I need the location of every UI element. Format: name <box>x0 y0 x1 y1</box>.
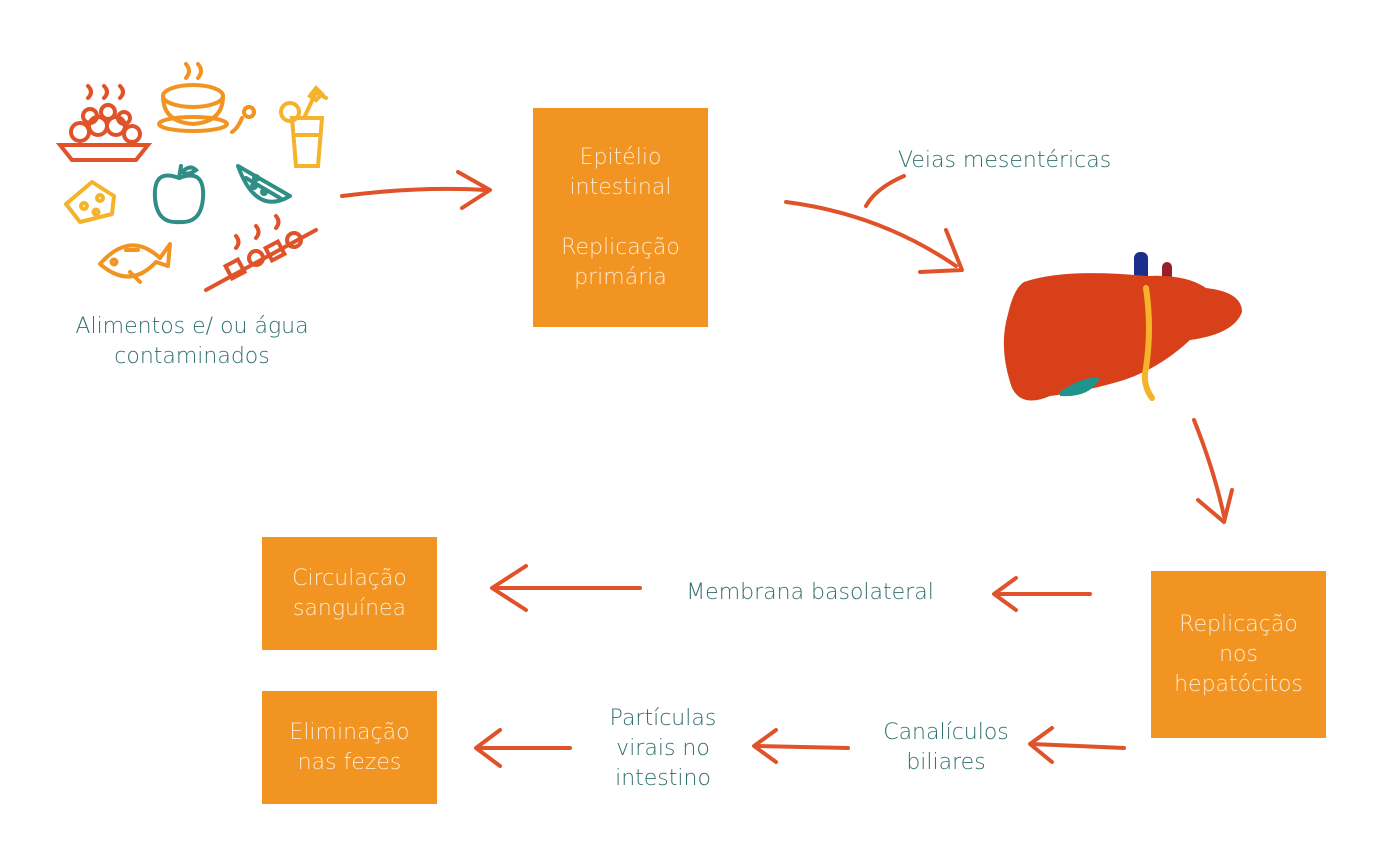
food-caption-line1: Alimentos e/ ou água <box>75 314 309 339</box>
mesenteric-label: Veias mesentéricas <box>898 148 1112 173</box>
intestine-box: Epitélio intestinal Replicação primária <box>533 108 708 327</box>
particles-label: Partículas virais no intestino <box>588 704 738 794</box>
circulation-line1: Circulação <box>292 565 407 591</box>
hepatocytes-line1: Replicação <box>1179 611 1298 637</box>
soup-bowl-icon <box>157 62 256 134</box>
arrow-head <box>490 564 528 612</box>
arrow-liver-to-hepatocytes <box>1192 418 1226 518</box>
arrows <box>340 170 1234 768</box>
fish-icon <box>98 242 172 284</box>
arrow-head <box>918 228 964 274</box>
arrow-head <box>992 576 1018 612</box>
biliary-line2: biliares <box>906 750 986 775</box>
biliary-label: Canalículos biliares <box>866 718 1026 778</box>
intestine-line2: intestinal <box>569 174 672 200</box>
apple-icon <box>152 164 206 225</box>
intestine-line1: Epitélio <box>579 144 662 170</box>
hepatocytes-line2: nos <box>1219 641 1258 667</box>
intestine-line4: primária <box>574 264 667 290</box>
particles-line1: Partículas <box>609 706 717 731</box>
arrow-hepatocytes-to-biliary <box>1030 742 1126 750</box>
arrow-head <box>752 728 778 764</box>
feces-box: Eliminação nas fezes <box>262 691 437 804</box>
intestine-line3: Replicação <box>561 234 680 260</box>
feces-line2: nas fezes <box>297 749 402 775</box>
liver-icon <box>1003 252 1242 401</box>
circulation-line2: sanguínea <box>292 595 407 621</box>
arrow-food-to-intestine <box>340 186 488 198</box>
food-caption: Alimentos e/ ou água contaminados <box>50 312 334 372</box>
arrow-head <box>456 170 492 210</box>
arrow-biliary-to-particles <box>754 744 850 750</box>
arrow-head <box>474 728 502 768</box>
skewer-icon <box>204 214 318 292</box>
hepatocytes-box: Replicação nos hepatócitos <box>1151 571 1326 738</box>
watermelon-icon <box>236 164 292 204</box>
hepatocytes-line3: hepatócitos <box>1174 671 1303 697</box>
juice-glass-icon <box>279 84 328 168</box>
arrow-head <box>1196 488 1234 524</box>
arrow-head <box>1028 726 1054 764</box>
biliary-line1: Canalículos <box>883 720 1009 745</box>
mesenteric-pointer <box>864 174 906 208</box>
cheese-icon <box>64 180 116 224</box>
arrow-intestine-to-liver <box>784 200 958 268</box>
food-caption-line2: contaminados <box>114 344 270 369</box>
circulation-box: Circulação sanguínea <box>262 537 437 650</box>
particles-line3: intestino <box>615 766 711 791</box>
feces-line1: Eliminação <box>289 719 410 745</box>
plate-icon <box>55 84 153 162</box>
basolateral-label: Membrana basolateral <box>686 580 934 605</box>
particles-line2: virais no <box>616 736 710 761</box>
